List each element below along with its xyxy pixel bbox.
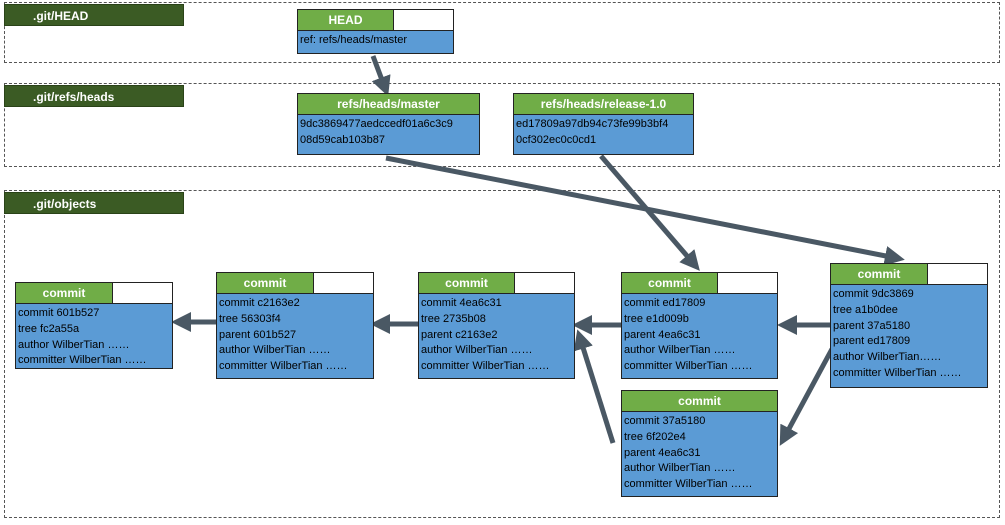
- node-body: commit 601b527 tree fc2a55a author Wilbe…: [16, 304, 172, 369]
- arrow-c6-to-c5: [779, 347, 835, 446]
- commit-node-9dc3869: commit commit 9dc3869 tree a1b0dee paren…: [830, 263, 988, 388]
- commit-node-ed17809: commit commit ed17809 tree e1d009b paren…: [621, 272, 778, 379]
- node-line: 9dc3869477aedccedf01a6c3c9: [300, 118, 453, 130]
- node-line: author WilberTian……: [833, 351, 942, 364]
- node-line: tree e1d009b: [624, 312, 689, 325]
- node-line: committer WilberTian ……: [624, 360, 753, 373]
- node-body: commit 4ea6c31 tree 2735b08 parent c2163…: [419, 294, 574, 375]
- commit-node-4ea6c31: commit commit 4ea6c31 tree 2735b08 paren…: [418, 272, 575, 379]
- node-title: refs/heads/master: [298, 94, 479, 114]
- node-line: tree fc2a55a: [18, 322, 80, 335]
- node-line: parent ed17809: [833, 335, 911, 348]
- ref-master-node: refs/heads/master 9dc3869477aedccedf01a6…: [297, 93, 480, 155]
- node-title: commit: [217, 273, 314, 293]
- node-line: author WilberTian ……: [421, 344, 533, 357]
- node-body: ed17809a97db94c73fe99b3bf4 0cf302ec0c0cd…: [514, 115, 693, 149]
- node-header: refs/heads/release-1.0: [514, 94, 693, 115]
- node-line: parent 37a5180: [833, 319, 911, 332]
- commit-node-601b527: commit commit 601b527 tree fc2a55a autho…: [15, 282, 173, 369]
- ref-release-node: refs/heads/release-1.0 ed17809a97db94c73…: [513, 93, 694, 155]
- node-header: commit: [831, 264, 987, 285]
- node-line: author WilberTian ……: [18, 338, 130, 351]
- node-line: author WilberTian ……: [624, 462, 736, 475]
- node-title: commit: [16, 283, 113, 303]
- node-line: ed17809a97db94c73fe99b3bf4: [516, 118, 669, 130]
- node-line: 0cf302ec0c0cd1: [516, 133, 597, 146]
- region-label-git-head: .git/HEAD: [4, 4, 184, 26]
- node-title: HEAD: [298, 10, 394, 30]
- node-line: parent 601b527: [219, 328, 297, 341]
- node-title: commit: [419, 273, 515, 293]
- arrow-c5-to-c3: [573, 329, 616, 444]
- node-line: committer WilberTian ……: [18, 354, 147, 367]
- node-line: committer WilberTian ……: [624, 478, 753, 491]
- node-body: 9dc3869477aedccedf01a6c3c9 08d59cab103b8…: [298, 115, 479, 149]
- arrow-master-to-c6: [385, 155, 905, 266]
- node-line: parent 4ea6c31: [624, 328, 701, 341]
- node-line: committer WilberTian ……: [219, 360, 348, 373]
- node-line: parent 4ea6c31: [624, 446, 701, 459]
- node-title: commit: [831, 264, 928, 284]
- node-header: commit: [419, 273, 574, 294]
- node-line: author WilberTian ……: [219, 344, 331, 357]
- node-header: commit: [16, 283, 172, 304]
- node-body: commit c2163e2 tree 56303f4 parent 601b5…: [217, 294, 373, 375]
- node-header: commit: [622, 273, 777, 294]
- node-line: commit ed17809: [624, 297, 706, 309]
- node-line: tree 56303f4: [219, 312, 281, 325]
- region-label-git-objects: .git/objects: [4, 192, 184, 214]
- node-header: refs/heads/master: [298, 94, 479, 115]
- node-body: commit 9dc3869 tree a1b0dee parent 37a51…: [831, 285, 987, 382]
- region-label-git-refs-heads: .git/refs/heads: [4, 85, 184, 107]
- head-node: HEAD ref: refs/heads/master: [297, 9, 454, 54]
- node-line: committer WilberTian ……: [833, 366, 962, 379]
- arrow-release-to-c4: [599, 154, 700, 271]
- node-line: parent c2163e2: [421, 328, 498, 341]
- region-git-head: [4, 2, 1000, 63]
- node-title: commit: [622, 273, 718, 293]
- arrow-head-to-master: [370, 55, 391, 97]
- node-body: commit 37a5180 tree 6f202e4 parent 4ea6c…: [622, 412, 777, 493]
- node-header: commit: [622, 391, 777, 412]
- node-line: commit 4ea6c31: [421, 297, 502, 309]
- node-line: tree a1b0dee: [833, 303, 898, 316]
- node-line: commit 601b527: [18, 307, 100, 319]
- node-line: 08d59cab103b87: [300, 133, 386, 146]
- node-header: HEAD: [298, 10, 453, 31]
- node-title: commit: [622, 391, 777, 411]
- node-line: tree 6f202e4: [624, 430, 686, 443]
- node-line: commit 9dc3869: [833, 288, 914, 300]
- node-line: commit 37a5180: [624, 415, 706, 427]
- region-git-objects: [4, 190, 1000, 518]
- node-line: tree 2735b08: [421, 312, 486, 325]
- node-header: commit: [217, 273, 373, 294]
- node-title: refs/heads/release-1.0: [514, 94, 693, 114]
- node-line: commit c2163e2: [219, 297, 300, 309]
- node-body: commit ed17809 tree e1d009b parent 4ea6c…: [622, 294, 777, 375]
- node-line: author WilberTian ……: [624, 344, 736, 357]
- region-git-refs-heads: [4, 83, 1000, 167]
- commit-node-c2163e2: commit commit c2163e2 tree 56303f4 paren…: [216, 272, 374, 379]
- node-body: ref: refs/heads/master: [298, 31, 453, 49]
- commit-node-37a5180: commit commit 37a5180 tree 6f202e4 paren…: [621, 390, 778, 497]
- node-line: committer WilberTian ……: [421, 360, 550, 373]
- node-line: ref: refs/heads/master: [300, 34, 407, 46]
